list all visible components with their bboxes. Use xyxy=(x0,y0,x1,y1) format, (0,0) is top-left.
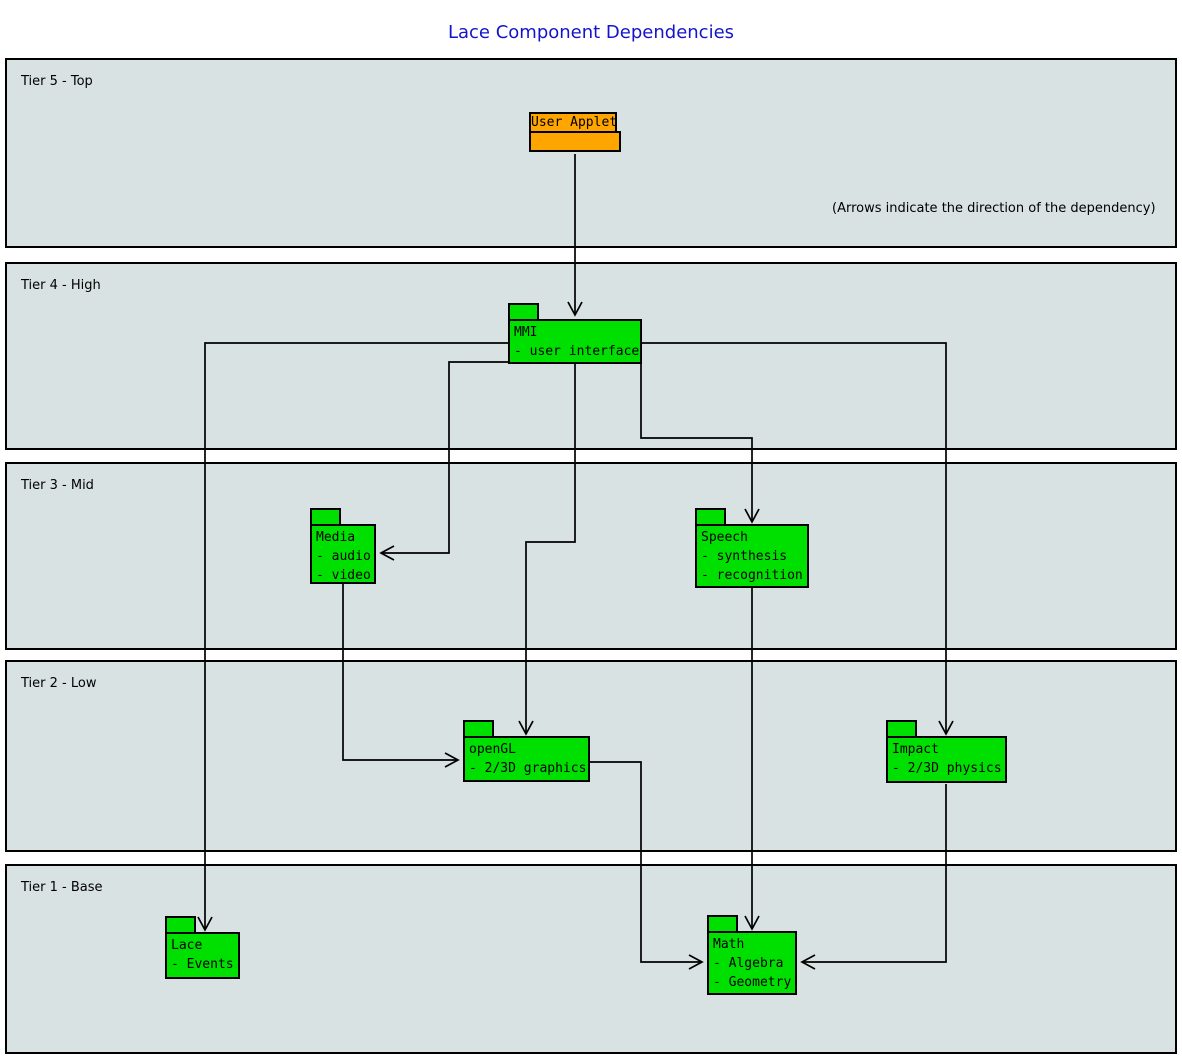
component-title: Impact xyxy=(892,742,939,757)
folder-tab-icon xyxy=(310,508,341,524)
component-speech: Speech - synthesis - recognition xyxy=(695,508,809,588)
tier-label-4: Tier 4 - High xyxy=(21,278,101,293)
page-title: Lace Component Dependencies xyxy=(447,22,735,43)
component-title: Media xyxy=(316,530,356,545)
component-detail: - 2/3D graphics xyxy=(469,761,587,776)
component-user-applet: User Applet xyxy=(529,112,621,152)
tier-band-5: Tier 5 - Top xyxy=(5,58,1177,248)
folder-tab-icon xyxy=(886,720,917,736)
component-detail: - synthesis xyxy=(701,549,788,564)
component-title: Speech xyxy=(701,530,748,545)
dependency-note: (Arrows indicate the direction of the de… xyxy=(832,201,1156,216)
tier-label-3: Tier 3 - Mid xyxy=(21,478,94,493)
component-title: openGL xyxy=(469,742,516,757)
component-math: Math - Algebra - Geometry xyxy=(707,915,797,995)
component-title: Lace xyxy=(171,938,203,953)
component-media: Media - audio - video xyxy=(310,508,376,584)
folder-tab-icon xyxy=(695,508,726,524)
tier-band-3: Tier 3 - Mid xyxy=(5,462,1177,650)
folder-tab-icon xyxy=(463,720,494,736)
component-opengl: openGL - 2/3D graphics xyxy=(463,720,590,782)
component-detail: - Algebra xyxy=(713,956,784,971)
component-title: MMI xyxy=(514,325,538,340)
user-applet-label: User Applet xyxy=(529,112,617,133)
component-detail: - audio xyxy=(316,549,371,564)
component-detail: - Geometry xyxy=(713,975,792,990)
tier-label-5: Tier 5 - Top xyxy=(21,74,93,89)
folder-tab-icon xyxy=(707,915,738,931)
component-detail: - 2/3D physics xyxy=(892,761,1002,776)
user-applet-body xyxy=(529,131,621,152)
component-lace: Lace - Events xyxy=(165,916,240,979)
component-detail: - Events xyxy=(171,957,234,972)
component-detail: - video xyxy=(316,568,371,583)
tier-label-2: Tier 2 - Low xyxy=(21,676,97,691)
component-impact: Impact - 2/3D physics xyxy=(886,720,1007,783)
component-mmi: MMI - user interface xyxy=(508,303,642,364)
folder-tab-icon xyxy=(165,916,196,932)
folder-tab-icon xyxy=(508,303,539,319)
tier-label-1: Tier 1 - Base xyxy=(21,880,103,895)
component-title: Math xyxy=(713,937,745,952)
component-detail: - user interface xyxy=(514,344,640,359)
component-detail: - recognition xyxy=(701,568,803,583)
